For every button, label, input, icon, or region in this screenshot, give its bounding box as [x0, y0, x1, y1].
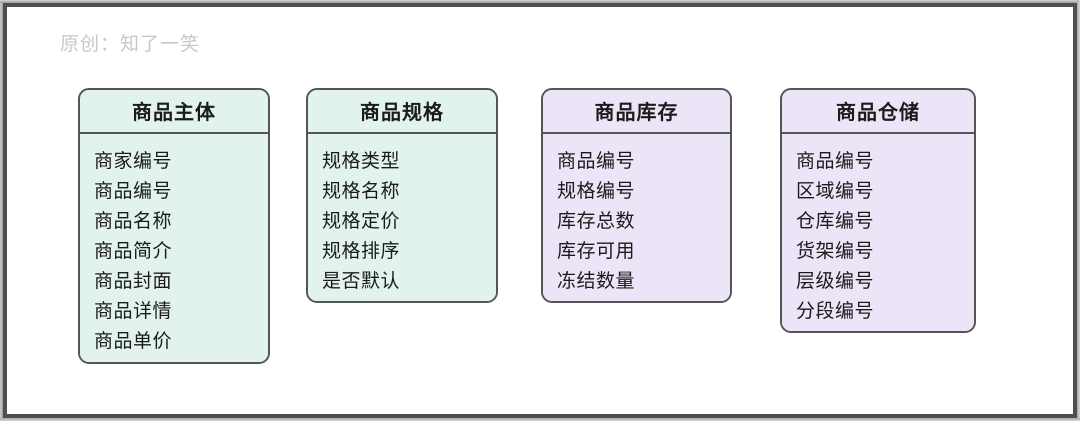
entity-field: 库存可用 [557, 240, 636, 262]
frame-shadow-top [0, 0, 1080, 3]
entity-field: 商品封面 [94, 270, 173, 292]
entity-card[interactable]: 商品库存商品编号规格编号库存总数库存可用冻结数量 [541, 88, 732, 303]
entity-field: 冻结数量 [557, 270, 636, 292]
entity-card[interactable]: 商品规格规格类型规格名称规格定价规格排序是否默认 [306, 88, 498, 303]
entity-card[interactable]: 商品仓储商品编号区域编号仓库编号货架编号层级编号分段编号 [780, 88, 976, 333]
entity-card-title: 商品主体 [80, 90, 268, 134]
entity-field: 规格编号 [557, 180, 636, 202]
entity-card[interactable]: 商品主体商家编号商品编号商品名称商品简介商品封面商品详情商品单价 [78, 88, 270, 364]
frame-shadow-left [0, 0, 4, 421]
entity-field: 规格定价 [322, 210, 401, 232]
entity-field: 商家编号 [94, 150, 173, 172]
entity-field: 规格名称 [322, 180, 401, 202]
entity-field: 规格类型 [322, 150, 401, 172]
entity-field: 是否默认 [322, 270, 401, 292]
entity-field: 规格排序 [322, 240, 401, 262]
entity-field: 商品编号 [557, 150, 636, 172]
entity-field: 层级编号 [796, 270, 875, 292]
entity-field: 商品简介 [94, 240, 173, 262]
entity-field: 库存总数 [557, 210, 636, 232]
frame-shadow-bottom [0, 418, 1080, 421]
entity-field: 货架编号 [796, 240, 875, 262]
entity-field-list: 商品编号区域编号仓库编号货架编号层级编号分段编号 [782, 134, 974, 331]
entity-field-list: 商品编号规格编号库存总数库存可用冻结数量 [543, 134, 730, 301]
entity-field: 商品名称 [94, 210, 173, 232]
frame-shadow-right [1077, 0, 1080, 421]
entity-field-list: 商家编号商品编号商品名称商品简介商品封面商品详情商品单价 [80, 134, 268, 362]
entity-field: 商品编号 [94, 180, 173, 202]
entity-field: 仓库编号 [796, 210, 875, 232]
entity-card-title: 商品库存 [543, 90, 730, 134]
entity-field: 商品编号 [796, 150, 875, 172]
entity-field: 商品详情 [94, 300, 173, 322]
entity-field: 商品单价 [94, 330, 173, 352]
entity-field: 区域编号 [796, 180, 875, 202]
entity-field-list: 规格类型规格名称规格定价规格排序是否默认 [308, 134, 496, 301]
entity-field: 分段编号 [796, 300, 875, 322]
entity-card-title: 商品仓储 [782, 90, 974, 134]
entity-card-title: 商品规格 [308, 90, 496, 134]
watermark-text: 原创：知了一笑 [60, 33, 201, 55]
